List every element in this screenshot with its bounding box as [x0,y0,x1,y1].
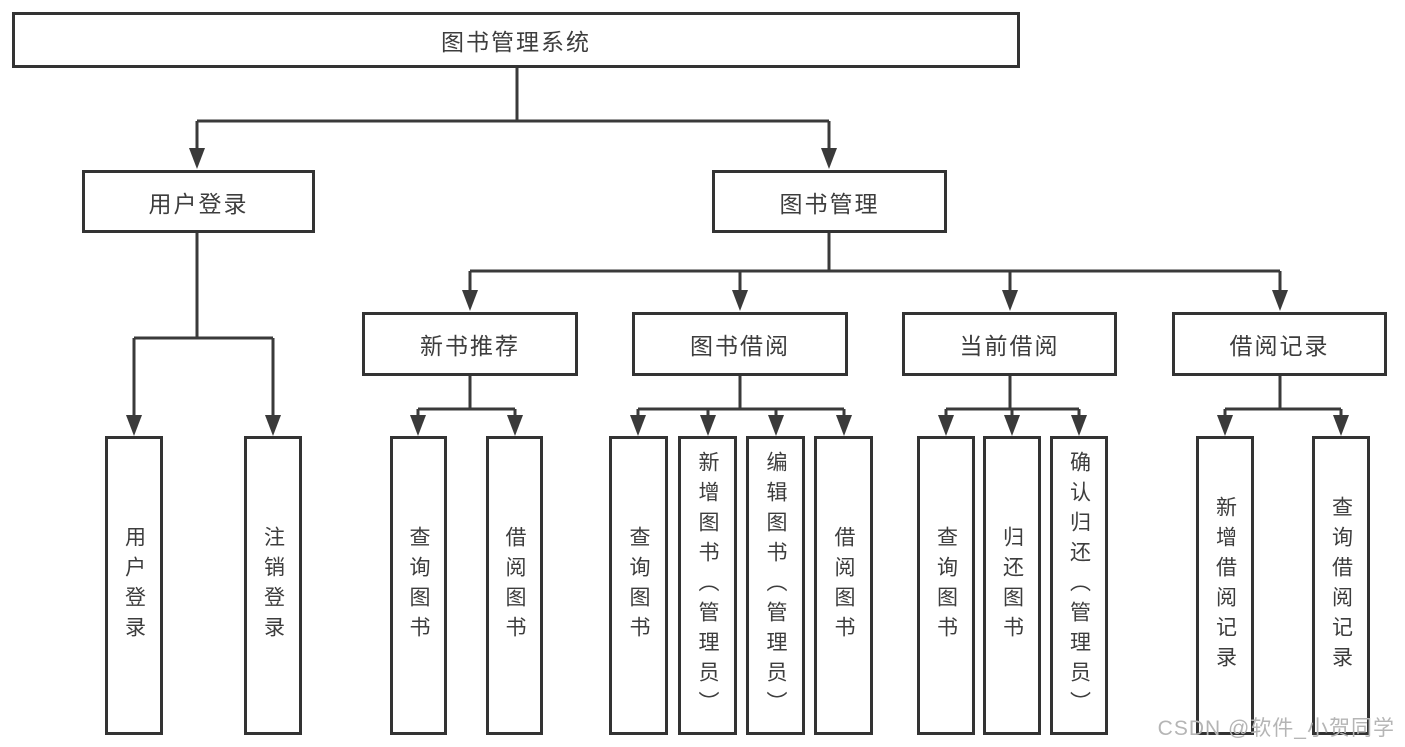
leaf-nbr-borrow-book: 借阅图书 [486,436,543,735]
node-root: 图书管理系统 [12,12,1020,68]
node-new-book-recommend-label: 新书推荐 [420,333,520,359]
leaf-bb-add-book-label: 新增图书（管理员） [696,450,719,721]
leaf-nbr-query-book: 查询图书 [390,436,447,735]
csdn-watermark: CSDN @软件_小贺同学 [1157,717,1395,740]
leaf-br-query-record: 查询借阅记录 [1312,436,1370,735]
leaf-br-add-record-label: 新增借阅记录 [1213,495,1237,676]
leaf-logout-label: 注销登录 [261,525,285,646]
node-user-login: 用户登录 [82,170,315,233]
leaf-cb-confirm-return: 确认归还（管理员） [1050,436,1108,735]
node-book-borrowing: 图书借阅 [632,312,848,376]
node-new-book-recommend: 新书推荐 [362,312,578,376]
arrowheads [126,148,1349,436]
node-borrowing-records-label: 借阅记录 [1229,333,1330,359]
leaf-bb-edit-book-label: 编辑图书（管理员） [764,450,787,721]
node-book-management: 图书管理 [712,170,947,233]
leaf-bb-query-book-label: 查询图书 [627,525,650,646]
leaf-cb-query-book-label: 查询图书 [934,525,958,646]
leaf-cb-query-book: 查询图书 [917,436,975,735]
leaf-bb-edit-book: 编辑图书（管理员） [746,436,805,735]
leaf-nbr-query-book-label: 查询图书 [407,525,430,646]
leaf-bb-borrow-book-label: 借阅图书 [832,525,855,646]
leaf-nbr-borrow-book-label: 借阅图书 [503,525,526,646]
node-current-borrowing-label: 当前借阅 [959,333,1060,359]
leaf-bb-query-book: 查询图书 [609,436,668,735]
leaf-cb-return-book-label: 归还图书 [1000,525,1024,646]
leaf-user-login: 用户登录 [105,436,163,735]
leaf-bb-add-book: 新增图书（管理员） [678,436,737,735]
leaf-br-add-record: 新增借阅记录 [1196,436,1254,735]
leaf-cb-confirm-return-label: 确认归还（管理员） [1067,450,1091,721]
node-root-label: 图书管理系统 [441,29,591,55]
node-book-borrowing-label: 图书借阅 [690,333,790,359]
leaf-br-query-record-label: 查询借阅记录 [1329,495,1353,676]
leaf-bb-borrow-book: 借阅图书 [814,436,873,735]
leaf-logout: 注销登录 [244,436,302,735]
leaf-user-login-label: 用户登录 [122,525,146,646]
node-user-login-label: 用户登录 [148,190,249,217]
node-borrowing-records: 借阅记录 [1172,312,1387,376]
node-current-borrowing: 当前借阅 [902,312,1117,376]
leaf-cb-return-book: 归还图书 [983,436,1041,735]
node-book-management-label: 图书管理 [779,190,880,217]
